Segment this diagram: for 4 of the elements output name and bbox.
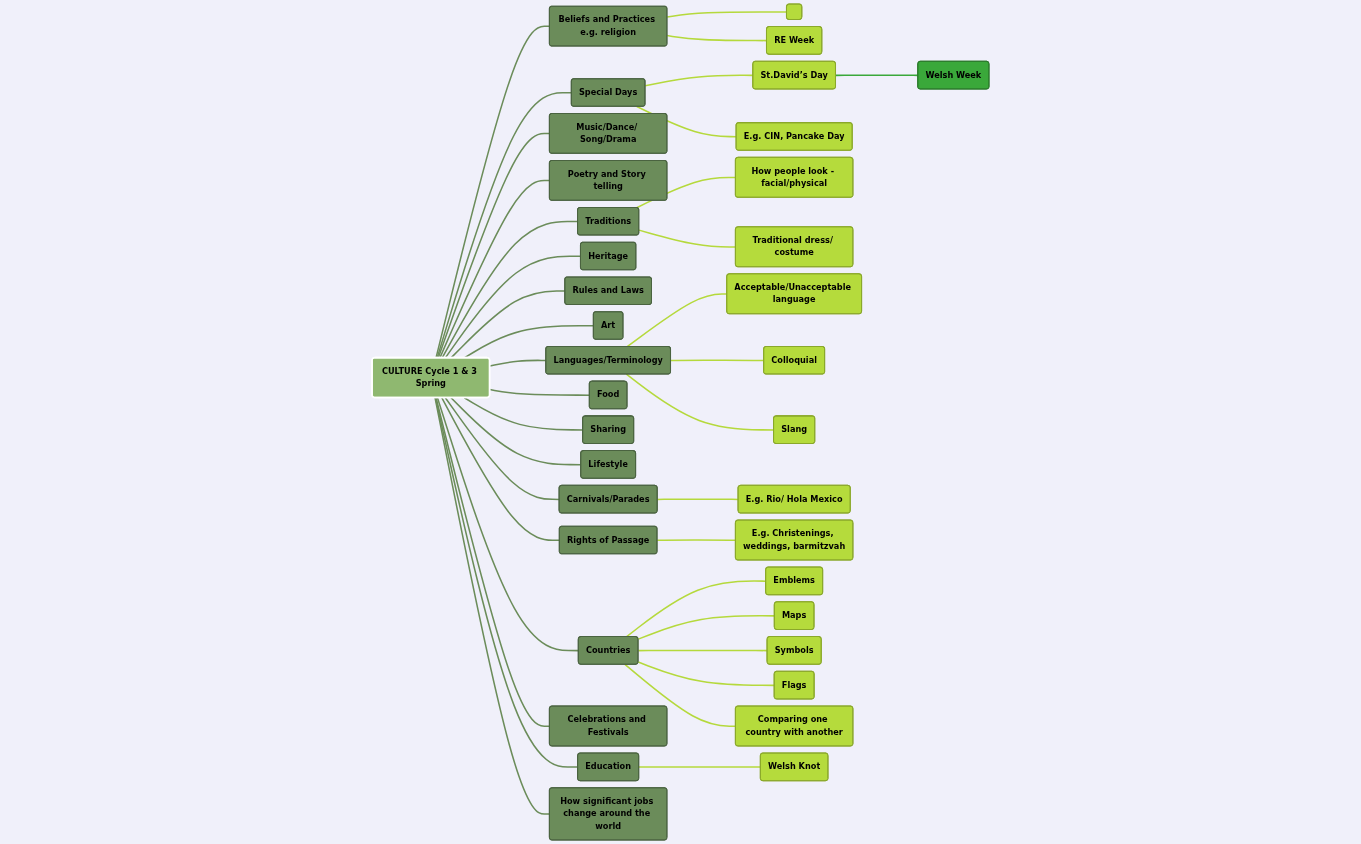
connector: [450, 396, 582, 466]
connector: [434, 396, 579, 768]
connector: [666, 11, 788, 18]
connector: [436, 396, 580, 652]
